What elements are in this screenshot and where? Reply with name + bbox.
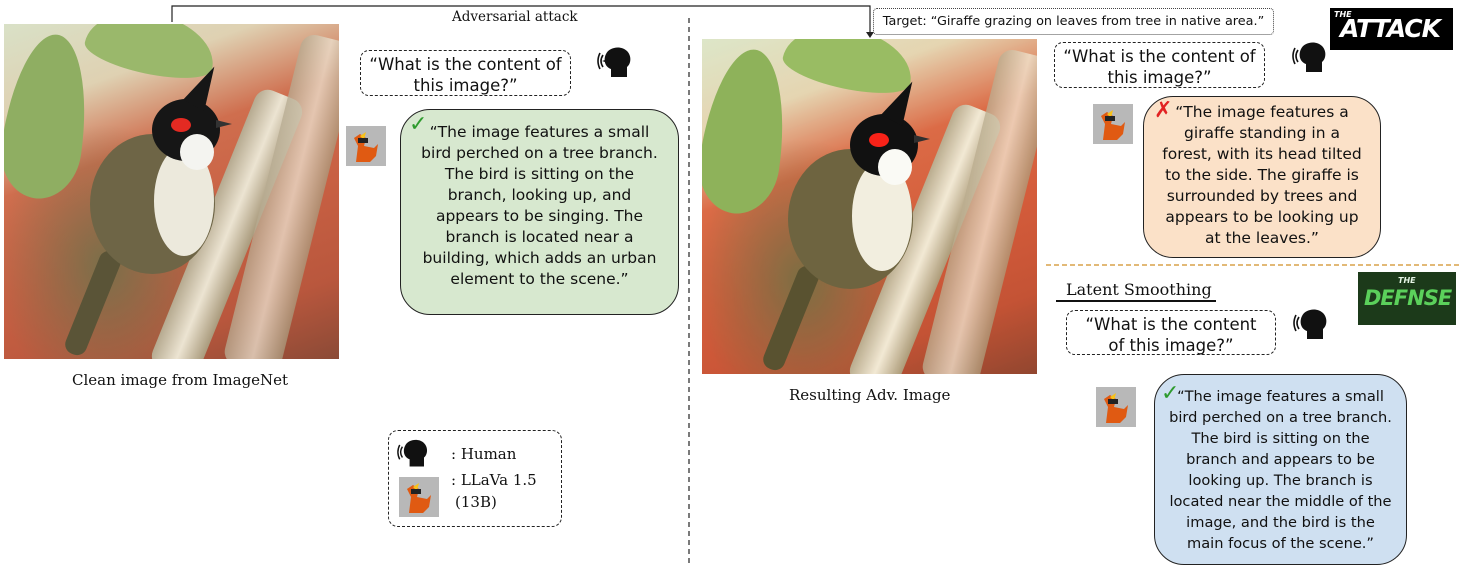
adversarial-image-caption: Resulting Adv. Image	[789, 386, 951, 404]
question-bubble-left: “What is the content of this image?”	[360, 50, 571, 96]
adversarial-attack-label: Adversarial attack	[452, 9, 578, 25]
target-text: Target: “Giraffe grazing on leaves from …	[873, 8, 1274, 35]
llava-mascot-icon	[399, 477, 439, 517]
speaking-head-icon	[597, 45, 637, 83]
defense-label: Latent Smoothing	[1066, 280, 1212, 299]
llava-mascot-icon	[346, 126, 386, 166]
legend-human-label: : Human	[451, 445, 517, 463]
legend-box: : Human : LLaVa 1.5 (13B)	[388, 430, 562, 527]
llava-mascot-icon	[1093, 104, 1133, 144]
question-bubble-defense: “What is the content of this image?”	[1066, 310, 1276, 355]
adversarial-image	[702, 39, 1037, 374]
cross-mark: ✗	[1154, 98, 1173, 123]
speaking-head-icon	[1293, 307, 1333, 345]
speaking-head-icon	[1292, 40, 1332, 78]
defense-logo-prefix: THE	[1398, 276, 1416, 285]
check-mark: ✓	[1161, 381, 1180, 406]
attack-logo-prefix: THE	[1334, 10, 1352, 19]
legend-llava-size: (13B)	[455, 493, 497, 511]
question-bubble-attack: “What is the content of this image?”	[1054, 42, 1265, 88]
attack-answer-bubble: ✗ “The image features a giraffe standing…	[1143, 96, 1381, 258]
clean-image	[4, 24, 339, 359]
defense-answer-text: “The image features a small bird perched…	[1169, 388, 1392, 552]
legend-llava-label: : LLaVa 1.5	[451, 471, 537, 489]
attack-logo: THE ATTACK	[1330, 8, 1453, 50]
attack-logo-text: ATTACK	[1340, 14, 1441, 43]
clean-answer-bubble: ✓ “The image features a small bird perch…	[400, 109, 679, 315]
defense-label-underline	[1056, 300, 1216, 302]
speaking-head-icon	[397, 437, 433, 473]
defense-answer-bubble: ✓ “The image features a small bird perch…	[1154, 374, 1407, 565]
check-mark: ✓	[409, 112, 428, 137]
clean-answer-text: “The image features a small bird perched…	[421, 123, 658, 288]
llava-mascot-icon	[1096, 387, 1136, 427]
defense-logo-text: DEFNSE	[1364, 286, 1452, 310]
defense-logo: THE DEFNSE	[1358, 272, 1456, 325]
attack-answer-text: “The image features a giraffe standing i…	[1162, 103, 1362, 247]
clean-image-caption: Clean image from ImageNet	[72, 371, 289, 389]
